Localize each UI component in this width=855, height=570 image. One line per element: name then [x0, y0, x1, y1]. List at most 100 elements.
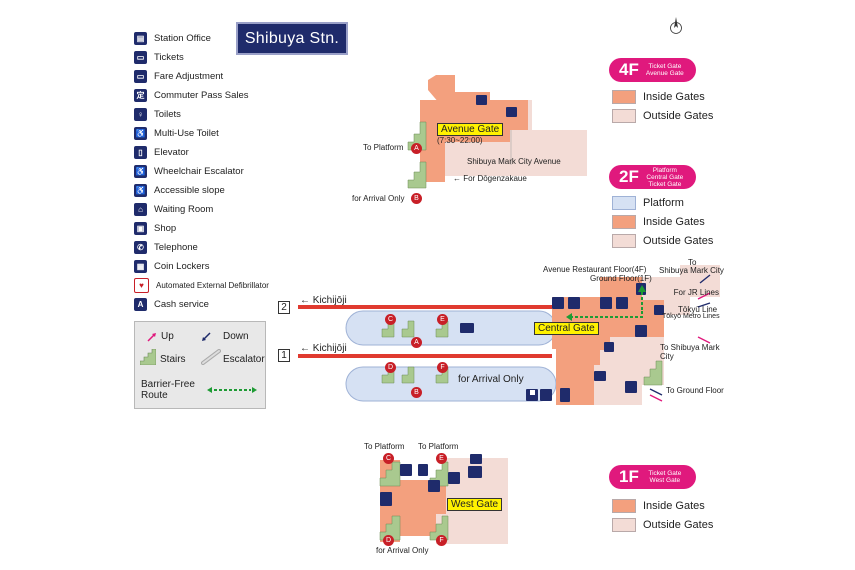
platform-e-marker-1f: E [436, 453, 447, 464]
to-platform-e-label-1f: To Platform [418, 442, 459, 451]
floor-tag-4f-sub: Ticket Gate Avenue Gate [645, 63, 684, 77]
key-4f-outside: Outside Gates [643, 109, 714, 122]
stairs-ground-2f [643, 360, 663, 386]
fare-adjustment-icon: ▭ [134, 70, 147, 83]
legend-item: ♿Multi-Use Toilet [134, 124, 284, 143]
arrival-only-label-2f: for Arrival Only [458, 374, 524, 385]
legend-item-label: Automated External Defibrillator [156, 281, 269, 290]
floor-tag-4f-label: 4F [619, 60, 639, 79]
legend-item-label: Wheelchair Escalator [154, 166, 244, 177]
legend-item-label: Tickets [154, 52, 184, 63]
coin-lockers-icon-2f [600, 297, 612, 309]
key-4f: Inside Gates Outside Gates [612, 87, 713, 125]
escalator-icon [201, 349, 221, 365]
floor-tag-1f-label: 1F [619, 467, 639, 486]
stairs-label: Stairs [160, 354, 186, 365]
tokyu-line-label: Tōkyū Line [678, 305, 718, 314]
elevator-icon: ▯ [134, 146, 147, 159]
legend-item: A Cash service [134, 295, 284, 314]
jr-lines-label: For JR Lines [673, 288, 719, 297]
atm-icon-1f [470, 454, 482, 464]
avenue-gate-label: Avenue Gate [437, 123, 504, 136]
down-label: Down [223, 331, 249, 342]
legend-item-label: Commuter Pass Sales [154, 90, 249, 101]
avenue-restaurant-label: Avenue Restaurant Floor(4F) [543, 265, 647, 274]
up-arrow-icon [147, 333, 156, 342]
legend-item-label: Station Office [154, 33, 211, 44]
for-arrival-label-4f: for Arrival Only [352, 194, 405, 203]
station-office-icon: ▤ [134, 32, 147, 45]
to-ground-floor-label: To Ground Floor [666, 386, 724, 395]
arrow-jr-down [697, 302, 711, 308]
for-arrival-label-1f: for Arrival Only [376, 546, 429, 555]
kichijoji-label-track1: ← Kichijōji [300, 343, 347, 354]
platform-d-marker-2f: D [385, 362, 396, 373]
legend-item-label: Toilets [154, 109, 181, 120]
platform-a-marker-4f: A [411, 143, 422, 154]
outside-gates-swatch-2f [612, 233, 636, 248]
kichijoji-label-track2: ← Kichijōji [300, 295, 347, 306]
ground-floor-1f-label: Ground Floor(1F) [590, 274, 652, 283]
key-2f: Platform Inside Gates Outside Gates [612, 193, 713, 250]
legend-item-label: Shop [154, 223, 177, 234]
arrow-ground-b [649, 394, 663, 402]
wheelchair-escalator-icon: ♿ [134, 165, 147, 178]
fare-adjustment-icon-1f [448, 472, 460, 484]
legend-item-label: Telephone [154, 242, 198, 253]
telephone-icon-2f [560, 388, 570, 402]
legend-item: ▭ Tickets [134, 48, 284, 67]
tickets-icon [506, 107, 517, 117]
platform-b-marker-2f: B [411, 387, 422, 398]
legend-item: ▭ Fare Adjustment [134, 67, 284, 86]
atm-icon-2f [594, 371, 606, 381]
for-dogenzaka-label: ← For Dōgenzakaue [453, 174, 527, 183]
track-1-number: 1 [278, 349, 290, 362]
telephone-icon: ✆ [134, 241, 147, 254]
waiting-room-icon: ⌂ [134, 203, 147, 216]
stairs-icon [140, 349, 156, 365]
platform-c-marker-1f: C [383, 453, 394, 464]
legend-item: ♿Accessible slope [134, 181, 284, 200]
outside-gates-2f-lower [594, 337, 664, 405]
waiting-room-icon-2f [654, 305, 664, 315]
coin-lockers-icon-2f-b [625, 381, 637, 393]
toilets-icon-1f [380, 492, 392, 506]
legend-item: ▦Coin Lockers [134, 257, 284, 276]
stairs-c-1f [379, 461, 401, 487]
legend-item: ✆ Telephone [134, 238, 284, 257]
legend-item: ▯Elevator [134, 143, 284, 162]
tickets-icon-2f-right [635, 325, 647, 337]
floor-tag-2f: 2F Platform Central Gate Ticket Gate [609, 165, 696, 189]
barrier-free-route-icon [207, 387, 257, 393]
key-1f: Inside Gates Outside Gates [612, 496, 713, 534]
platform-swatch [612, 195, 636, 210]
shop-icon: ▣ [134, 222, 147, 235]
commuter-pass-icon: 定 [134, 89, 147, 102]
legend-item-label: Fare Adjustment [154, 71, 224, 82]
legend-item: ♥Automated External Defibrillator [134, 276, 284, 295]
platform-f-marker-2f: F [437, 362, 448, 373]
floor-tag-2f-label: 2F [619, 167, 639, 186]
platform-e-marker-2f: E [437, 314, 448, 325]
legend-item: 定 Commuter Pass Sales [134, 86, 284, 105]
to-mark-city-label: Shibuya Mark City [659, 266, 724, 275]
legend-item-label: Multi-Use Toilet [154, 128, 219, 139]
legend-item-label: Coin Lockers [154, 261, 210, 272]
north-compass-icon [670, 17, 682, 34]
west-gate-label: West Gate [447, 498, 503, 511]
platform-upper [345, 310, 557, 346]
avenue-gate-hours: (7:30~22:00) [437, 136, 483, 145]
floor-tag-2f-sub: Platform Central Gate Ticket Gate [646, 166, 684, 188]
map-1f [379, 454, 508, 544]
floor-tag-4f: 4F Ticket Gate Avenue Gate [609, 58, 696, 82]
legend-list: ▤ Station Office ▭ Tickets ▭ Fare Adjustment 定… [134, 29, 284, 314]
coin-lockers-icon-1f [400, 464, 412, 476]
tickets-icon: ▭ [134, 51, 147, 64]
inside-gates-swatch-1f [612, 498, 636, 513]
atm-icon: A [134, 298, 147, 311]
legend-item: ▣ Shop [134, 219, 284, 238]
tokyo-metro-label: Tōkyō Metro Lines [662, 313, 720, 320]
legend-item-label: Cash service [154, 299, 209, 310]
telephone-icon-1f [418, 464, 428, 476]
toilets-icon-2f [540, 389, 552, 401]
